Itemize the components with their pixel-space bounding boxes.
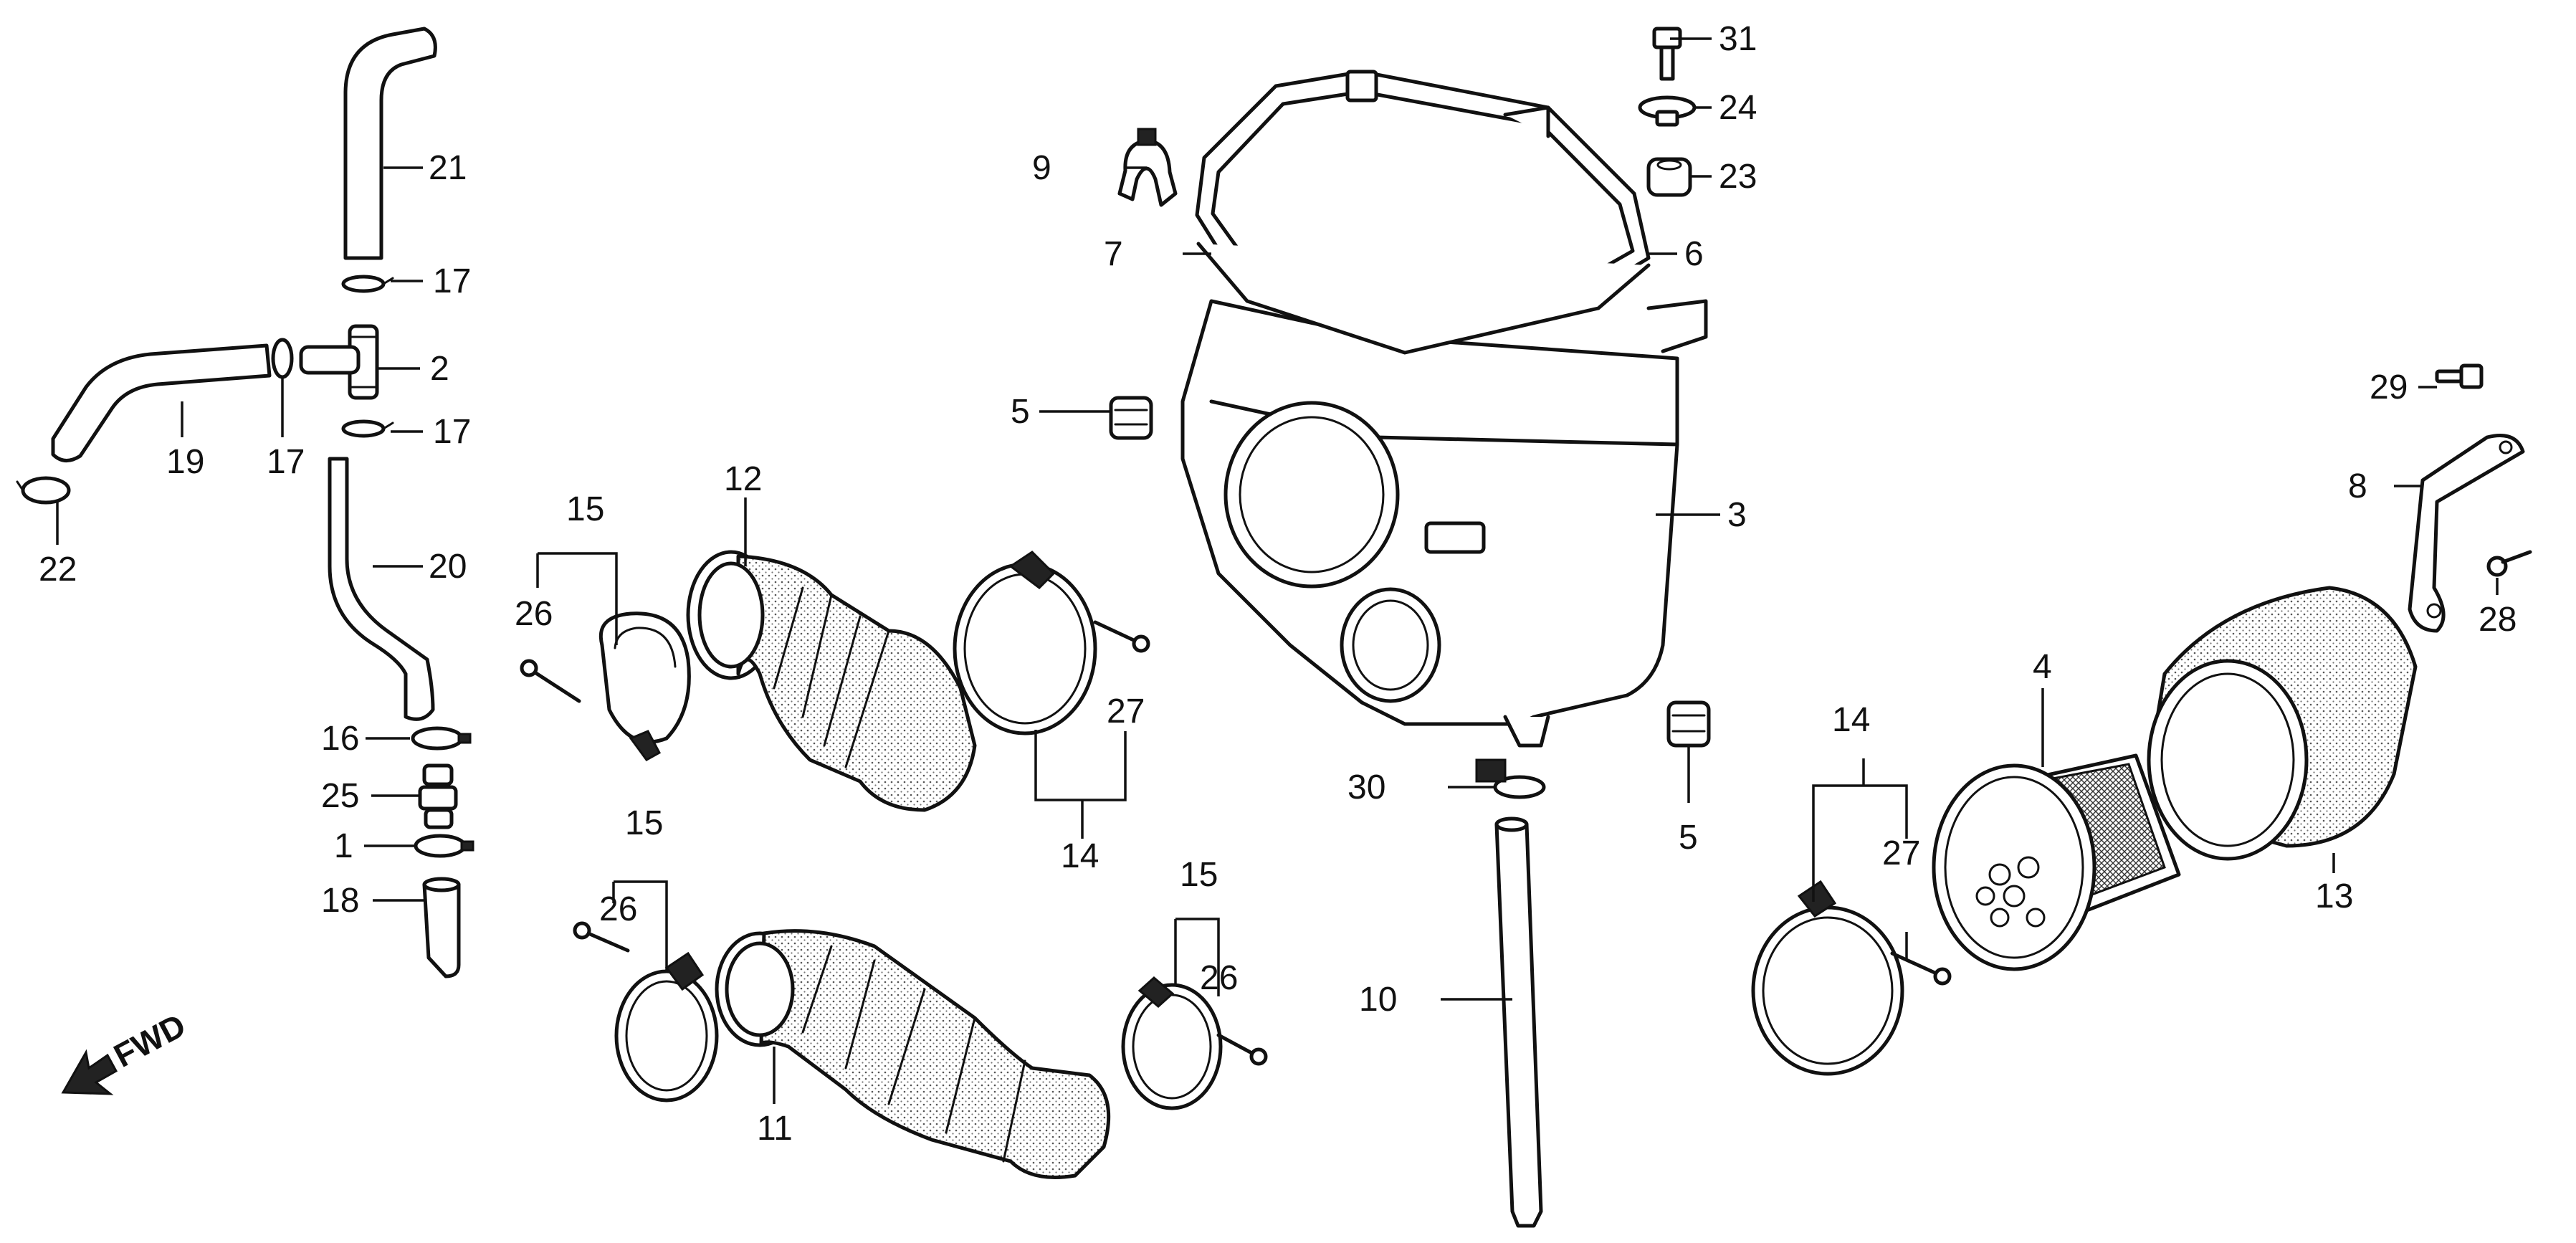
callout-31: 31 — [1719, 20, 1757, 58]
callout-30: 30 — [1347, 768, 1385, 806]
callout-24: 24 — [1719, 89, 1757, 127]
grommet-23 — [1646, 157, 1692, 197]
callout-15-top: 15 — [566, 490, 604, 528]
breather-hose-lower — [328, 457, 435, 721]
callout-26-bottom-left: 26 — [599, 890, 637, 928]
hose-clip-drain-lower — [414, 834, 474, 858]
callout-8: 8 — [2348, 467, 2367, 505]
callout-19: 19 — [166, 443, 204, 481]
connecting-tube-band-left — [599, 611, 691, 761]
callout-17-left: 17 — [267, 443, 305, 481]
callout-16: 16 — [321, 720, 359, 758]
screw-lower-left — [573, 921, 630, 953]
grommet-5-lower — [1666, 700, 1711, 748]
callout-7: 7 — [1104, 235, 1123, 273]
washer-24 — [1638, 95, 1697, 127]
callout-labels: 21 17 2 17 19 17 22 20 16 25 1 18 15 26 … — [39, 20, 2517, 1148]
connecting-tube-band-lower-right — [1121, 976, 1223, 1110]
callout-5-lower: 5 — [1679, 819, 1698, 857]
bolt-31 — [1652, 27, 1682, 81]
callout-17-middle: 17 — [433, 413, 471, 451]
sponge-filter-13 — [2147, 586, 2418, 861]
grommet-5-upper — [1109, 396, 1153, 440]
callout-25: 25 — [321, 777, 359, 815]
callout-2: 2 — [430, 350, 449, 388]
callout-26-bottom-right: 26 — [1200, 959, 1238, 997]
breather-hose-left — [51, 343, 272, 462]
air-cleaner-element-4 — [1932, 753, 2181, 971]
leader-lines — [56, 37, 2499, 1104]
forward-direction-arrow: FWD — [61, 1006, 191, 1095]
drain-tube-clamp-30 — [1475, 758, 1546, 799]
callout-5-upper: 5 — [1011, 393, 1030, 431]
callout-14-right: 14 — [1832, 701, 1870, 739]
callout-17-top: 17 — [433, 262, 471, 300]
hose-clip-tee — [271, 338, 294, 379]
callout-20: 20 — [429, 548, 467, 586]
breather-hose-upper — [343, 27, 437, 260]
callout-6: 6 — [1684, 235, 1704, 273]
bracket-8 — [2408, 434, 2525, 633]
breather-joint-tee — [299, 324, 379, 400]
callout-9: 9 — [1032, 149, 1051, 187]
band-14-upper — [953, 551, 1097, 735]
cover-seal — [1196, 242, 1651, 355]
drain-plug-fitting — [418, 763, 458, 829]
callout-1: 1 — [334, 827, 353, 865]
callout-10: 10 — [1359, 981, 1397, 1019]
callout-28: 28 — [2479, 601, 2517, 639]
bolt-28 — [2486, 550, 2532, 577]
bolt-29 — [2435, 363, 2484, 389]
callout-26-top: 26 — [515, 595, 553, 633]
connecting-tube-lower — [715, 929, 1111, 1179]
callout-22: 22 — [39, 551, 77, 589]
hose-clip-upper — [341, 275, 394, 293]
screw-band-upper-right — [1093, 620, 1150, 653]
callout-3: 3 — [1727, 496, 1747, 534]
cover-clip — [1117, 128, 1178, 207]
callout-11: 11 — [757, 1110, 793, 1148]
callout-15-bottom-right: 15 — [1180, 856, 1218, 894]
hose-clip-middle — [341, 419, 394, 438]
callout-21: 21 — [429, 149, 467, 187]
callout-18: 18 — [321, 882, 359, 920]
callout-15-bottom-left: 15 — [625, 804, 663, 842]
callout-23: 23 — [1719, 158, 1757, 196]
callout-4: 4 — [2033, 648, 2052, 686]
drain-tube-10 — [1494, 816, 1543, 1228]
callout-27-upper: 27 — [1107, 692, 1145, 730]
drain-tube — [422, 877, 461, 978]
connecting-tube-upper — [686, 550, 977, 812]
callout-13: 13 — [2315, 877, 2353, 915]
screw-27-right — [1890, 951, 1952, 986]
callout-14-upper: 14 — [1061, 837, 1099, 875]
fwd-label: FWD — [108, 1006, 191, 1075]
callout-27-right: 27 — [1882, 834, 1920, 872]
screw-lower-right — [1216, 1033, 1268, 1066]
connecting-tube-band-lower-left — [614, 951, 719, 1102]
band-14-right — [1751, 880, 1904, 1076]
air-cleaner-case — [1180, 299, 1708, 748]
hose-clip-left-end — [16, 476, 71, 505]
screw-clamp-upper-left — [520, 659, 581, 703]
callout-29: 29 — [2370, 368, 2408, 406]
callout-12: 12 — [724, 460, 762, 498]
hose-clip-drain-upper — [411, 726, 472, 751]
